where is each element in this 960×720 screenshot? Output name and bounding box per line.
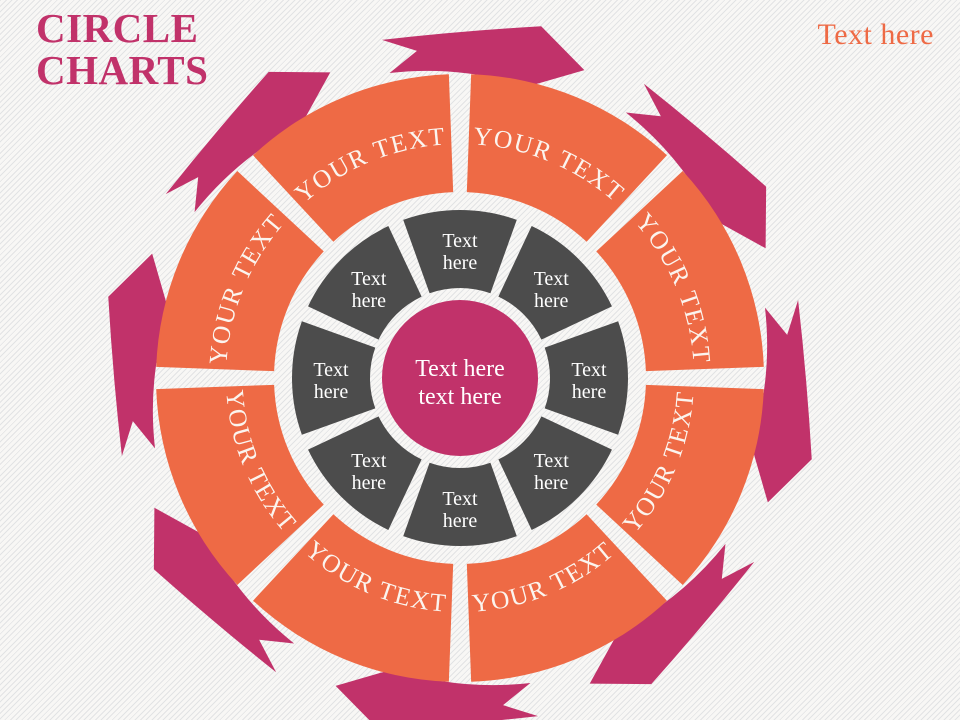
outer-ring-segment[interactable] <box>253 514 454 682</box>
inner-ring-segment[interactable] <box>403 462 517 546</box>
flow-arrow-icon <box>165 71 331 213</box>
flow-arrow-icon <box>381 26 585 87</box>
center-hub[interactable] <box>382 300 538 456</box>
corner-text-label: Text here <box>817 18 934 51</box>
flow-arrow-icon <box>751 299 812 503</box>
inner-ring-segment[interactable] <box>544 321 628 435</box>
flow-arrow-icon <box>108 253 169 457</box>
flow-arrow-icon <box>589 543 755 685</box>
outer-ring-segment[interactable] <box>466 514 667 682</box>
outer-ring-segment[interactable] <box>596 171 764 372</box>
flow-arrow-icon <box>335 669 539 720</box>
inner-ring-segment[interactable] <box>403 210 517 294</box>
inner-ring-segment[interactable] <box>498 226 612 340</box>
flow-arrow-icon <box>625 83 767 249</box>
outer-ring-segment[interactable] <box>156 171 324 372</box>
outer-ring-segment[interactable] <box>253 74 454 242</box>
inner-ring-segment[interactable] <box>498 416 612 530</box>
inner-ring-segment[interactable] <box>308 416 422 530</box>
outer-ring-segment[interactable] <box>156 384 324 585</box>
outer-ring-segment[interactable] <box>466 74 667 242</box>
outer-ring-segment[interactable] <box>596 384 764 585</box>
inner-ring-segment[interactable] <box>292 321 376 435</box>
page-title: CIRCLE CHARTS <box>36 5 209 93</box>
inner-ring-segment[interactable] <box>308 226 422 340</box>
flow-arrow-icon <box>153 507 295 673</box>
arrow-group <box>108 26 812 720</box>
